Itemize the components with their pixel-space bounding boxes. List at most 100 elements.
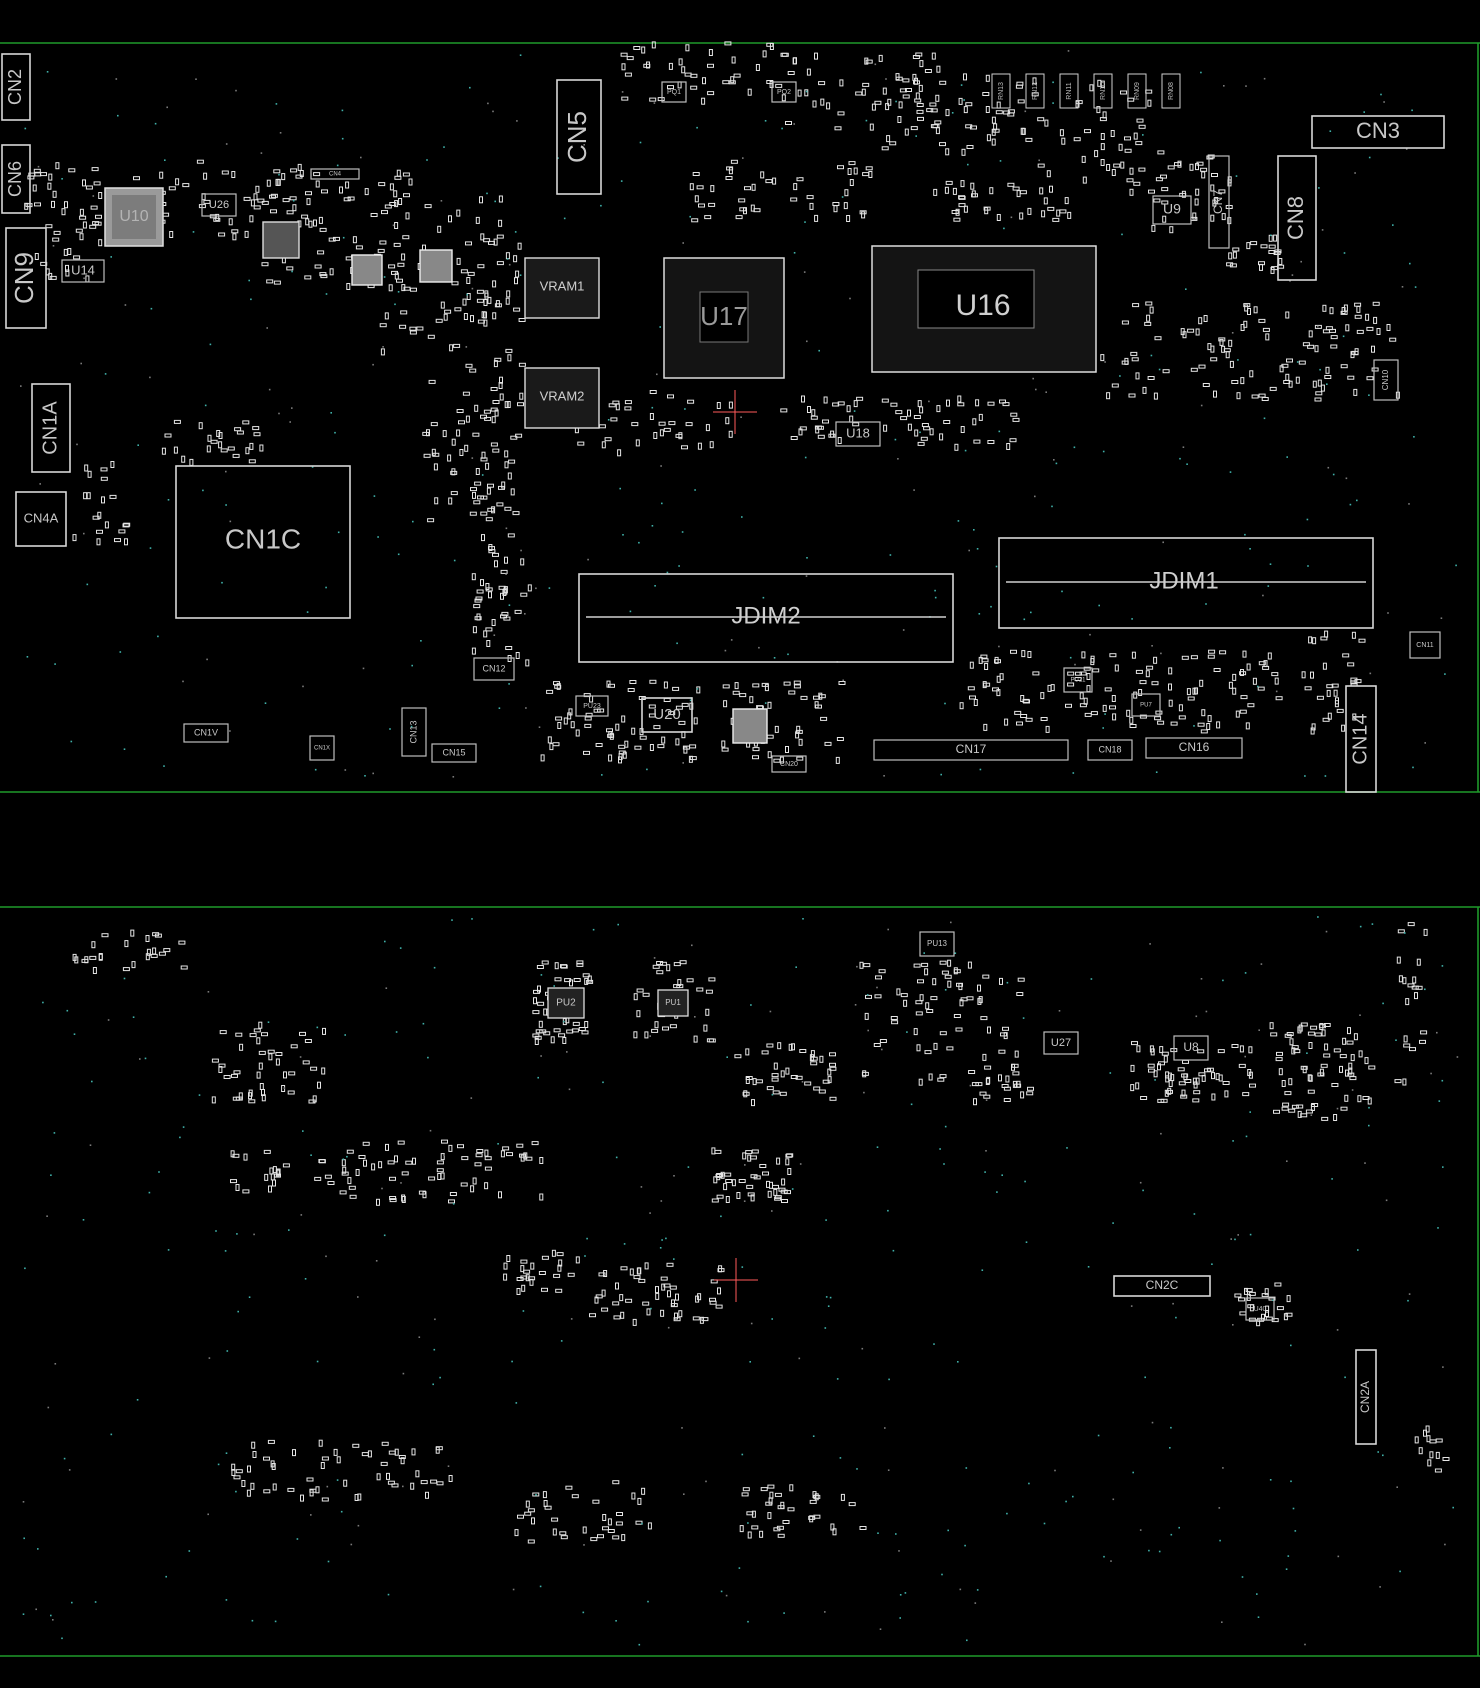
- connector-cn8[interactable]: CN8: [1277, 155, 1317, 281]
- connector-cn1v[interactable]: CN1V: [183, 723, 229, 743]
- chip-pu21[interactable]: PU21: [1063, 667, 1093, 693]
- connector-cn20[interactable]: CN20: [771, 755, 807, 773]
- slot-jdim2[interactable]: JDIM2: [578, 573, 954, 663]
- connector-cn1c[interactable]: CN1C: [175, 465, 351, 619]
- chip-u20[interactable]: U20: [641, 697, 693, 733]
- connector-cn1x[interactable]: CN1X: [309, 735, 335, 761]
- connector-cn4a[interactable]: CN4A: [15, 491, 67, 547]
- connector-cn15[interactable]: CN15: [431, 743, 477, 763]
- resistor-array-rn11[interactable]: RN11: [1059, 73, 1079, 109]
- passive-pad: [933, 188, 938, 196]
- connector-cn13[interactable]: CN13: [401, 707, 427, 757]
- passive-pad: [1083, 697, 1088, 705]
- passive-pad: [504, 556, 508, 564]
- chip-u26[interactable]: U26: [201, 193, 237, 217]
- connector-cn17[interactable]: CN17: [873, 739, 1069, 761]
- connector-cn16[interactable]: CN16: [1145, 737, 1243, 759]
- passive-pad: [814, 214, 819, 222]
- connector-cn10[interactable]: CN10: [1373, 359, 1399, 401]
- chip-u27[interactable]: U27: [1043, 1031, 1079, 1055]
- passive-pad: [912, 55, 920, 59]
- connector-cn9[interactable]: CN9: [5, 227, 47, 329]
- passive-pad: [405, 212, 410, 220]
- passive-pad: [289, 196, 297, 201]
- passive-pad: [924, 1050, 932, 1055]
- via: [1234, 1238, 1236, 1241]
- chip-u8[interactable]: U8: [1173, 1035, 1209, 1061]
- slot-jdim1[interactable]: JDIM1: [998, 537, 1374, 629]
- passive-pad: [470, 315, 474, 323]
- via: [1357, 1249, 1359, 1251]
- via: [1331, 1178, 1333, 1180]
- chip-u17[interactable]: U17: [663, 257, 785, 379]
- passive-pad: [1350, 677, 1358, 682]
- via: [397, 553, 400, 556]
- via: [1241, 1576, 1244, 1578]
- connector-cn14[interactable]: CN14: [1345, 685, 1377, 793]
- passive-pad: [709, 441, 714, 449]
- via: [653, 957, 656, 959]
- connector-cn2a[interactable]: CN2A: [1355, 1349, 1377, 1445]
- passive-pad: [336, 1456, 341, 1464]
- resistor-array-rn09[interactable]: RN09: [1127, 73, 1147, 109]
- passive-pad: [1231, 380, 1239, 384]
- chip-pq1[interactable]: PQ1: [661, 81, 687, 103]
- u9-label: U9: [1163, 201, 1181, 217]
- via: [967, 163, 969, 166]
- passive-pad: [663, 698, 671, 702]
- u10-label: U10: [119, 208, 148, 225]
- chip-u14[interactable]: U14: [61, 259, 105, 283]
- passive-pad: [796, 177, 804, 182]
- chip-vram2[interactable]: VRAM2: [524, 367, 600, 429]
- connector-cn12[interactable]: CN12: [473, 657, 515, 681]
- connector-cn1a[interactable]: CN1A: [31, 383, 71, 473]
- passive-pad: [218, 432, 223, 439]
- connector-cn11[interactable]: CN11: [1409, 631, 1441, 659]
- chip-u10[interactable]: U10: [104, 187, 164, 247]
- connector-cn2c[interactable]: CN2C: [1113, 1275, 1211, 1297]
- resistor-array-rn12[interactable]: RN12: [1025, 73, 1045, 109]
- passive-pad: [1285, 1312, 1293, 1317]
- chip-u18[interactable]: U18: [835, 421, 881, 447]
- passive-pad: [405, 1160, 413, 1165]
- passive-pad: [1079, 703, 1087, 708]
- chip-u40[interactable]: U40: [1245, 1297, 1275, 1321]
- passive-pad: [448, 1144, 453, 1152]
- passive-pad: [358, 1155, 366, 1159]
- via: [889, 554, 892, 556]
- connector-cn6[interactable]: CN6: [1, 144, 31, 214]
- via: [433, 1348, 436, 1351]
- resistor-array-rn13[interactable]: RN13: [991, 73, 1011, 109]
- passive-pad: [189, 458, 194, 466]
- resistor-array-rn10[interactable]: RN10: [1093, 73, 1113, 109]
- chip-pu13[interactable]: PU13: [919, 931, 955, 957]
- passive-pad: [610, 417, 618, 422]
- connector-cn2[interactable]: CN2: [1, 53, 31, 121]
- passive-pad: [991, 116, 996, 124]
- connector-cn7[interactable]: CN7: [1208, 155, 1230, 249]
- chip-pu7[interactable]: PU7: [1131, 693, 1161, 717]
- passive-pad: [1147, 1063, 1155, 1068]
- connector-cn18[interactable]: CN18: [1087, 739, 1133, 761]
- connector-cn3[interactable]: CN3: [1311, 115, 1445, 149]
- passive-pad: [557, 1264, 562, 1272]
- passive-pad: [1073, 137, 1081, 142]
- chip-pq2[interactable]: PQ2: [771, 81, 797, 103]
- passive-pad: [309, 1488, 317, 1493]
- via: [1329, 130, 1332, 132]
- chip-vram1[interactable]: VRAM1: [524, 257, 600, 319]
- via: [182, 680, 184, 683]
- passive-pad: [774, 1196, 782, 1201]
- connector-cn5[interactable]: CN5: [556, 79, 602, 195]
- chip-pu23[interactable]: PU23: [575, 695, 609, 717]
- resistor-array-rn08[interactable]: RN08: [1161, 73, 1181, 109]
- chip-pu2[interactable]: PU2: [547, 987, 585, 1019]
- passive-pad: [89, 224, 97, 229]
- connector-cn4[interactable]: CN4: [310, 168, 360, 180]
- chip-u16[interactable]: U16: [871, 245, 1097, 373]
- via: [224, 1250, 227, 1252]
- passive-pad: [1415, 985, 1423, 990]
- chip-u9[interactable]: U9: [1152, 195, 1192, 225]
- passive-pad: [516, 1277, 524, 1281]
- chip-pu1[interactable]: PU1: [657, 989, 689, 1017]
